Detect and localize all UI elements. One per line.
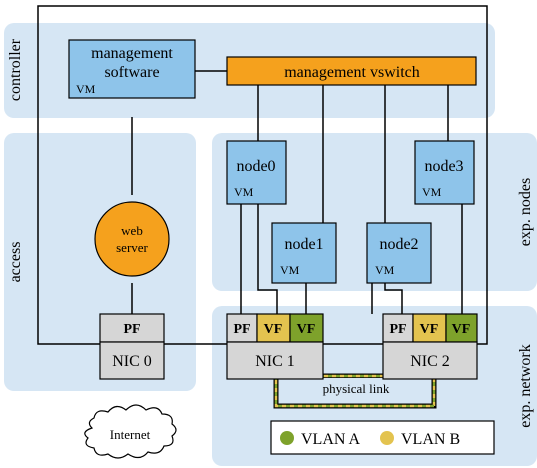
nic0-pf (99, 313, 165, 343)
nic0-pf-label: PF (123, 322, 140, 337)
physical-link-cable-inner (274, 374, 436, 408)
node2-box (366, 222, 432, 284)
nic2-vf-vlan-b-label: VF (420, 322, 439, 337)
controller-label: controller (7, 38, 24, 101)
physical-link-label: physical link (323, 381, 390, 396)
legend-box (270, 420, 495, 455)
web-server-circle (94, 201, 170, 277)
legend-vlan-b-dot (380, 431, 394, 445)
node1-box (271, 222, 337, 284)
web-server-line1: web (121, 223, 143, 238)
node3-vm: VM (422, 185, 442, 199)
nic2-pf (382, 313, 414, 343)
management-vswitch-label: management vswitch (284, 64, 420, 81)
exp-nodes-label: exp. nodes (517, 178, 534, 246)
node0-vm: VM (234, 185, 254, 199)
management-software-line2: software (104, 64, 159, 81)
node2-vm: VM (375, 263, 395, 277)
nic2-pf-label: PF (389, 322, 406, 337)
nic1-vf-vlan-b-label: VF (264, 322, 283, 337)
nic1-vf-vlan-a-label: VF (297, 322, 316, 337)
node2-label: node2 (379, 236, 418, 253)
physical-link-label-bg (297, 378, 415, 398)
nic1-label: NIC 1 (255, 353, 295, 370)
internet-label: Internet (110, 427, 151, 442)
nic2-box (382, 341, 478, 380)
management-software-line1: management (91, 45, 173, 62)
nic2-vf-vlan-a (445, 313, 478, 343)
management-vswitch-box (226, 56, 477, 86)
nic2-vf-vlan-b (412, 313, 447, 343)
nic1-pf-label: PF (233, 322, 250, 337)
management-software-vm: VM (76, 82, 96, 96)
nic0: PF NIC 0 (99, 313, 165, 380)
nic1-vf-vlan-a (289, 313, 324, 343)
node1-label: node1 (284, 236, 323, 253)
nic2: PF VF VF NIC 2 (382, 313, 478, 380)
nic2-vf-vlan-a-label: VF (452, 322, 471, 337)
access-label: access (7, 242, 24, 283)
nic1-pf (226, 313, 258, 343)
node0-label: node0 (236, 158, 275, 175)
management-software-box (68, 39, 196, 99)
web-server-line2: server (116, 240, 148, 255)
nic1: PF VF VF NIC 1 (226, 313, 324, 380)
legend-vlan-a-dot (280, 431, 294, 445)
connection-lines (131, 70, 463, 424)
legend-vlan-b-label: VLAN B (401, 431, 460, 448)
node0-box (226, 140, 287, 205)
legend-vlan-a-label: VLAN A (301, 431, 361, 448)
node3-box (414, 140, 475, 205)
nic2-label: NIC 2 (410, 353, 450, 370)
physical-link-cable-inner-green (274, 374, 436, 408)
nic0-box (99, 341, 165, 380)
node3-label: node3 (424, 158, 463, 175)
internet-cloud (84, 404, 177, 459)
nic1-box (226, 341, 324, 380)
nic0-label: NIC 0 (112, 353, 152, 370)
exp-network-label: exp. network (517, 344, 534, 428)
node1-vm: VM (280, 263, 300, 277)
